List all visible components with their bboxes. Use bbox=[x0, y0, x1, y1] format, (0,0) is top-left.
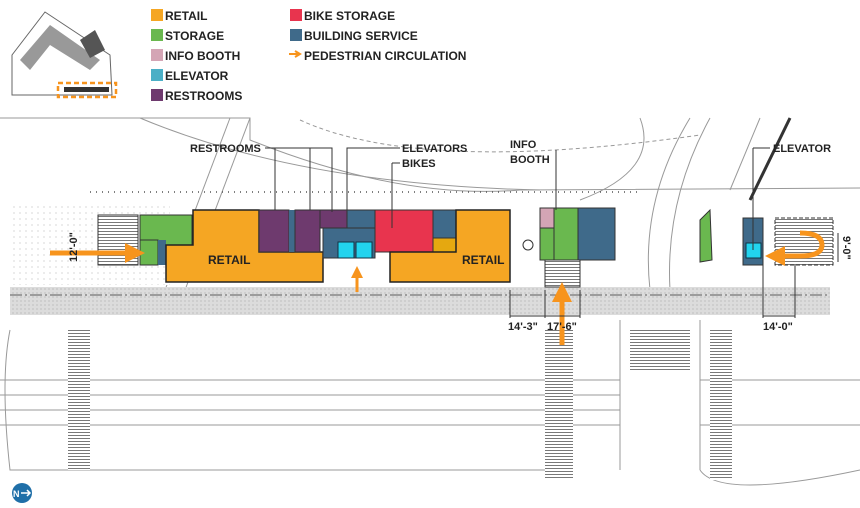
info-booth bbox=[539, 207, 555, 229]
room-label-retail: RETAIL bbox=[208, 253, 250, 267]
key-map bbox=[11, 11, 118, 99]
legend: RETAIL STORAGE INFO BOOTH ELEVATOR RESTR… bbox=[151, 9, 466, 103]
callout-elevators: ELEVATORS bbox=[402, 143, 467, 155]
legend-label: INFO BOOTH bbox=[165, 49, 240, 63]
legend-label: RESTROOMS bbox=[165, 89, 242, 103]
elevator-1 bbox=[337, 241, 355, 259]
legend-label: ELEVATOR bbox=[165, 69, 229, 83]
storage-info bbox=[553, 207, 579, 261]
stairs-left bbox=[97, 214, 139, 266]
legend-label: BIKE STORAGE bbox=[304, 9, 395, 23]
legend-swatch-retail bbox=[151, 9, 163, 21]
dimension-label: 9'-0" bbox=[840, 236, 852, 260]
callout-info-booth: BOOTH bbox=[510, 154, 550, 166]
legend-swatch-elevator bbox=[151, 69, 163, 81]
legend-swatch-bike-storage bbox=[290, 9, 302, 21]
pedestrian-arrows bbox=[50, 230, 825, 345]
legend-label: RETAIL bbox=[165, 9, 207, 23]
retail-space-2 bbox=[389, 209, 511, 283]
north-label: N bbox=[13, 489, 20, 499]
callout-leaders bbox=[265, 147, 839, 318]
u-turn-arrow-icon bbox=[765, 230, 825, 266]
building-service bbox=[346, 209, 376, 229]
bike-storage bbox=[374, 209, 434, 253]
legend-swatch-restrooms bbox=[151, 89, 163, 101]
callout-elevator: ELEVATOR bbox=[773, 143, 831, 155]
dimension-label: 14'-3" bbox=[508, 321, 538, 333]
legend-swatch-storage bbox=[151, 29, 163, 41]
sidewalk bbox=[10, 287, 830, 315]
dimension-label: 14'-0" bbox=[763, 321, 793, 333]
legend-swatch-building-service bbox=[290, 29, 302, 41]
legend-label: STORAGE bbox=[165, 29, 224, 43]
legend-arrow-icon bbox=[289, 50, 302, 58]
callout-info-booth: INFO bbox=[510, 139, 537, 151]
callout-bikes: BIKES bbox=[402, 158, 436, 170]
legend-label: BUILDING SERVICE bbox=[304, 29, 418, 43]
crosswalks bbox=[68, 330, 732, 480]
restroom-1 bbox=[258, 209, 290, 253]
elevator-2 bbox=[355, 241, 373, 259]
north-arrow-icon: N bbox=[12, 483, 32, 503]
legend-swatch-info-booth bbox=[151, 49, 163, 61]
callout-restrooms: RESTROOMS bbox=[190, 143, 261, 155]
dimension-label: 17'-6" bbox=[547, 321, 577, 333]
room-label-retail: RETAIL bbox=[462, 253, 504, 267]
legend-label: PEDESTRIAN CIRCULATION bbox=[304, 49, 466, 63]
dimension-label: 12'-0" bbox=[68, 232, 80, 262]
key-map-highlight bbox=[56, 81, 118, 99]
restroom-2 bbox=[294, 209, 321, 253]
